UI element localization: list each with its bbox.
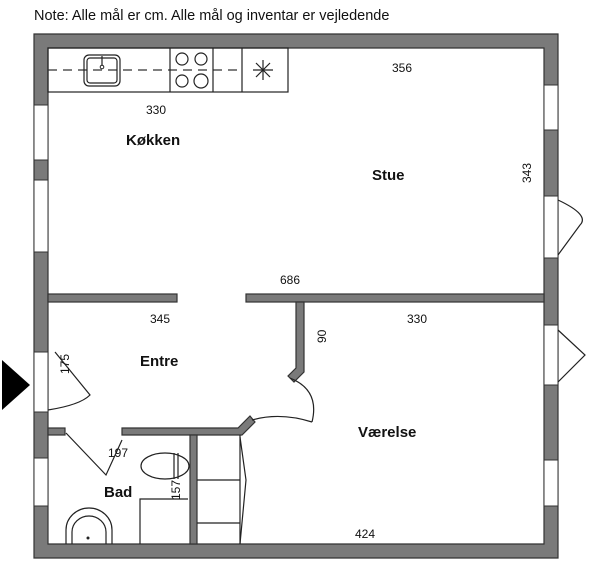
door-swing [557,329,586,383]
entrance-arrow-icon [2,360,30,410]
room-label-bedroom: Værelse [358,424,416,441]
inner-wall [47,427,66,436]
room-label-living: Stue [372,167,405,184]
washbasin [65,507,113,544]
inner-wall [189,434,198,545]
door-swing [65,432,123,477]
room-label-bathroom: Bad [104,484,132,501]
window [33,104,49,161]
shower-area [139,498,188,544]
balcony-door [543,324,559,386]
window [33,179,49,253]
dim-entrance-width: 345 [150,312,170,326]
window [33,457,49,507]
dim-bathroom-height: 157 [169,480,183,500]
door-swing [47,351,91,411]
inner-wall [121,415,256,436]
inner-wall [245,293,545,303]
dim-entrance-door: 175 [58,354,72,374]
dim-hall-depth: 90 [315,329,329,343]
wardrobe [197,435,247,545]
entrance-door [33,351,49,413]
plan-note: Note: Alle mål er cm. Alle mål og invent… [34,8,390,24]
room-label-entrance: Entre [140,353,178,370]
toilet [140,452,190,480]
dim-kitchen-width: 330 [146,103,166,117]
dim-bathroom-width: 197 [108,446,128,460]
inner-wall [47,293,178,303]
dim-living-width: 356 [392,61,412,75]
kitchen-counter [47,47,289,93]
dim-living-height: 343 [520,163,534,183]
stove-icon [175,52,209,89]
room-label-kitchen: Køkken [126,132,180,149]
door-swing [289,377,315,423]
door-swing [251,415,313,423]
dim-bedroom-bottom: 424 [355,527,375,541]
window [543,459,559,507]
inner-wall [287,301,305,383]
door-swing [557,199,583,256]
dim-bedroom-width: 330 [407,312,427,326]
dim-living-bottom: 686 [280,273,300,287]
window [543,84,559,131]
balcony-door [543,195,559,259]
sink-icon [83,54,121,87]
fridge-icon [253,60,273,80]
